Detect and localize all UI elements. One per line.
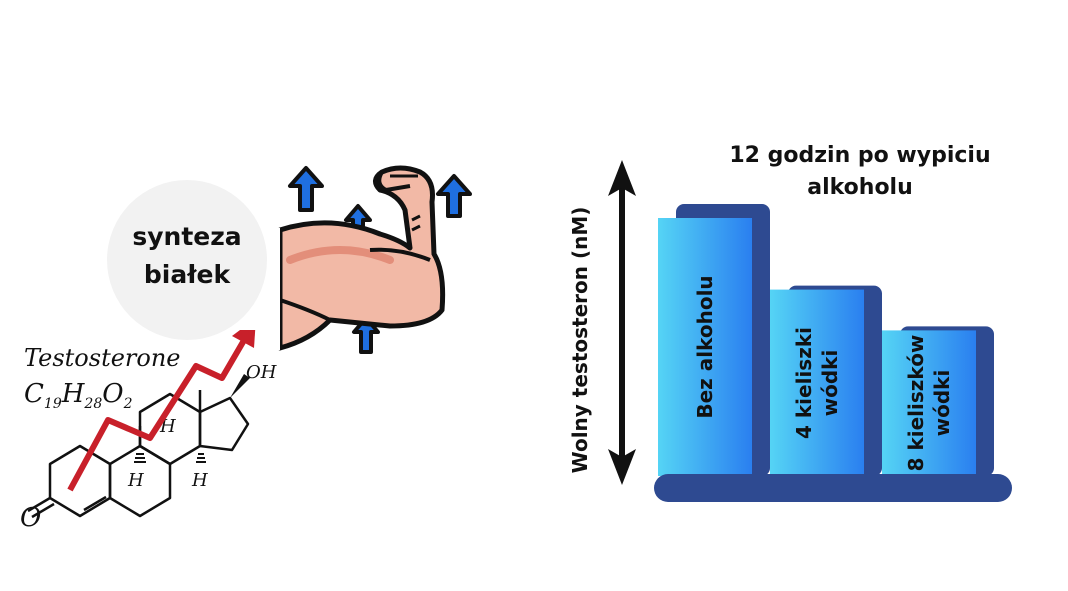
y-axis-double-arrow-icon: [608, 160, 636, 485]
molecule-name: Testosterone: [24, 344, 181, 372]
rising-trend-arrow-icon: [67, 330, 256, 492]
protein-synthesis-label: synteza białek: [132, 222, 242, 289]
testosterone-molecule: O OH H H H Testosterone C19H28O2: [20, 330, 277, 533]
hydrogen-label: H: [191, 470, 208, 491]
hydrogen-label: H: [127, 470, 144, 491]
protein-synthesis-bubble: [107, 180, 267, 340]
bar-1: [658, 218, 752, 476]
up-arrow-icon: [288, 166, 324, 212]
flexed-arm-icon: [270, 165, 472, 354]
bar-2: [770, 289, 864, 476]
molecule-formula: C19H28O2: [24, 379, 133, 412]
bar-chart: [654, 204, 1012, 502]
chart-title: 12 godzin po wypiciu alkoholu: [729, 143, 991, 200]
bar-3: [882, 330, 976, 476]
up-arrow-icon: [436, 174, 472, 218]
hydroxyl-label: OH: [246, 362, 277, 383]
oxygen-label: O: [20, 503, 41, 533]
chart-base: [654, 474, 1012, 502]
